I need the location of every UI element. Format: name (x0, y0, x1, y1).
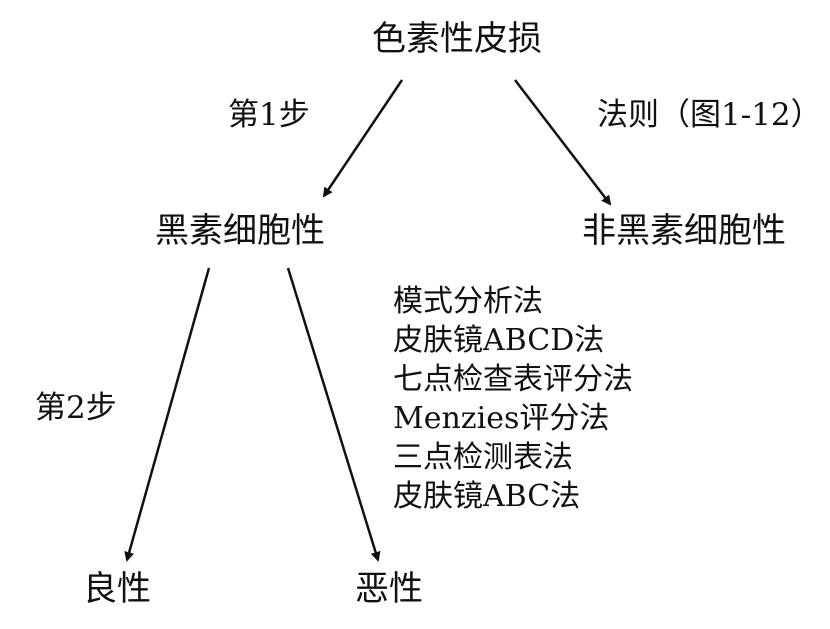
arrow-root-to-nonmelanocytic (514, 79, 612, 206)
step2-label: 第2步 (35, 390, 117, 426)
nonmelanocytic-node: 非黑素细胞性 (582, 211, 786, 251)
method-item: 三点检测表法 (393, 440, 573, 475)
step1-label: 第1步 (228, 97, 310, 133)
method-item: 模式分析法 (393, 284, 543, 319)
arrow-root-to-melanocytic (322, 79, 404, 198)
arrow-melanocytic-to-malignant (286, 267, 381, 562)
root-node: 色素性皮损 (372, 19, 542, 59)
method-item: 皮肤镜ABCD法 (393, 323, 605, 358)
arrow-melanocytic-to-benign (124, 267, 211, 562)
method-item: Menzies评分法 (393, 401, 610, 436)
benign-node: 良性 (83, 569, 151, 609)
method-item: 七点检查表评分法 (393, 362, 633, 397)
malignant-node: 恶性 (355, 569, 423, 609)
method-item: 皮肤镜ABC法 (393, 479, 581, 514)
rule-label: 法则（图1-12） (597, 97, 822, 133)
methods-list: 模式分析法 皮肤镜ABCD法 七点检查表评分法 Menzies评分法 三点检测表… (393, 282, 633, 516)
melanocytic-node: 黑素细胞性 (155, 211, 325, 251)
